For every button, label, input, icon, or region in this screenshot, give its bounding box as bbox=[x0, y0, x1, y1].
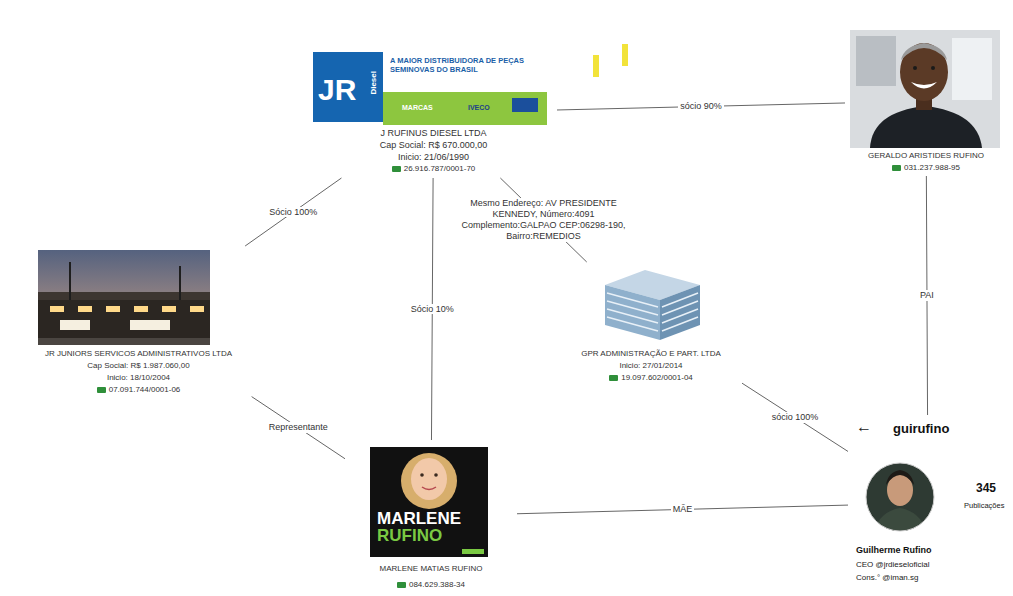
light-pole bbox=[179, 266, 181, 300]
building-light bbox=[162, 306, 176, 312]
post-count: 345 bbox=[976, 481, 996, 495]
person-eye bbox=[931, 66, 935, 70]
company-start: Inicio: 21/06/1990 bbox=[310, 152, 557, 163]
photo-road bbox=[38, 338, 210, 345]
yellow-mark bbox=[622, 44, 628, 66]
building-roof bbox=[38, 292, 210, 300]
person-node: MARLENE RUFINO MARLENE MATIAS RUFINO 084.6… bbox=[345, 440, 517, 592]
building-side bbox=[660, 285, 700, 340]
company-node: GPR ADMINISTRAÇÃO E PART. LTDA Inicio: 27… bbox=[560, 262, 742, 387]
yellow-mark bbox=[593, 55, 599, 77]
relation-line bbox=[252, 397, 345, 459]
logo-square bbox=[313, 52, 383, 122]
building-light bbox=[50, 306, 64, 312]
relation-line bbox=[245, 178, 341, 246]
logo-band bbox=[383, 92, 547, 125]
building-light bbox=[60, 320, 90, 330]
post-label: Publicações bbox=[964, 501, 1004, 510]
company-node: JR Diesel A MAIOR DISTRIBUIDORA DE PEÇAS S… bbox=[310, 48, 557, 178]
person-mouth bbox=[422, 487, 436, 490]
person-node: GERALDO ARISTIDES RUFINO 031.237.988-95 bbox=[845, 26, 1007, 176]
edge-label: Sócio 100% bbox=[267, 207, 319, 218]
company-name: J RUFINUS DIESEL LTDA bbox=[310, 128, 557, 139]
person-name: MARLENE MATIAS RUFINO bbox=[345, 564, 517, 574]
profile-bio: CEO @jrdieseloficial bbox=[856, 560, 929, 570]
photo-tag bbox=[462, 549, 484, 554]
edge-label: sócio 90% bbox=[678, 101, 724, 112]
edge-label: MÃE bbox=[671, 504, 695, 515]
edge-label: PAI bbox=[918, 290, 936, 301]
person-hair bbox=[901, 43, 947, 60]
building-front bbox=[605, 285, 660, 340]
avatar-ring bbox=[866, 463, 934, 531]
edge-label: Mesmo Endereço: AV PRESIDENTE KENNEDY, N… bbox=[447, 198, 641, 241]
building-light bbox=[106, 306, 120, 312]
building-light bbox=[190, 306, 204, 312]
company-capital: Cap Social: R$ 1.987.060,00 bbox=[25, 361, 252, 371]
edge-label: Representante bbox=[267, 422, 330, 433]
brand-label: MARCAS bbox=[402, 104, 433, 112]
person-eye bbox=[420, 473, 424, 477]
company-name: GPR ADMINISTRAÇÃO E PART. LTDA bbox=[560, 349, 742, 359]
person-head bbox=[900, 43, 948, 101]
logo-tagline: A MAIOR DISTRIBUIDORA DE PEÇAS SEMINOVAS… bbox=[390, 56, 540, 74]
back-arrow: ← bbox=[856, 417, 872, 436]
photo-ground bbox=[370, 447, 488, 557]
building-light bbox=[130, 320, 170, 330]
building-windows bbox=[607, 293, 698, 331]
person-hair bbox=[401, 453, 457, 509]
photo-window bbox=[952, 38, 992, 100]
light-pole bbox=[69, 262, 71, 300]
company-start: Inicio: 18/10/2004 bbox=[25, 373, 252, 383]
brand-name: IVECO bbox=[468, 104, 490, 112]
person-name: GERALDO ARISTIDES RUFINO bbox=[845, 151, 1007, 161]
person-id: 031.237.988-95 bbox=[845, 163, 1007, 173]
building-body bbox=[38, 300, 210, 338]
photo-caption: MARLENE RUFINO bbox=[377, 510, 472, 544]
logo-badge bbox=[512, 98, 538, 112]
building-light bbox=[134, 306, 148, 312]
avatar-person bbox=[872, 470, 928, 540]
logo-word: Diesel bbox=[369, 71, 379, 95]
company-start: Inicio: 27/01/2014 bbox=[560, 361, 742, 371]
company-name: JR JUNIORS SERVICOS ADMINISTRATIVOS LTDA bbox=[25, 349, 252, 359]
company-capital: Cap Social: R$ 670.000,00 bbox=[310, 140, 557, 151]
person-eye bbox=[913, 66, 917, 70]
profile-handle: guirufino bbox=[893, 421, 949, 437]
edge-label: sócio 100% bbox=[770, 412, 821, 423]
company-id: 07.091.744/0001-06 bbox=[25, 385, 252, 395]
company-id: 26.916.787/0001-70 bbox=[310, 164, 557, 174]
photo-sky bbox=[38, 250, 210, 345]
relation-line bbox=[742, 383, 848, 451]
building-light bbox=[78, 306, 92, 312]
person-eye bbox=[434, 473, 438, 477]
person-face bbox=[411, 458, 447, 500]
logo-letters: JR bbox=[318, 72, 356, 108]
person-shirt bbox=[870, 106, 982, 148]
edge-label: Sócio 10% bbox=[409, 304, 456, 315]
person-smile bbox=[911, 82, 937, 89]
photo-wall bbox=[856, 36, 896, 86]
profile-node: ← guirufino 345PublicaçõesGuilherme Rufino… bbox=[848, 415, 1008, 591]
person-id: 084.629.388-34 bbox=[345, 580, 517, 590]
profile-name: Guilherme Rufino bbox=[856, 545, 932, 556]
company-node: JR JUNIORS SERVICOS ADMINISTRATIVOS LTDA… bbox=[25, 246, 252, 397]
company-id: 19.097.602/0001-04 bbox=[560, 373, 742, 383]
photo-ground bbox=[850, 30, 1000, 148]
profile-bio: Cons.° @iman.sg bbox=[856, 573, 918, 583]
